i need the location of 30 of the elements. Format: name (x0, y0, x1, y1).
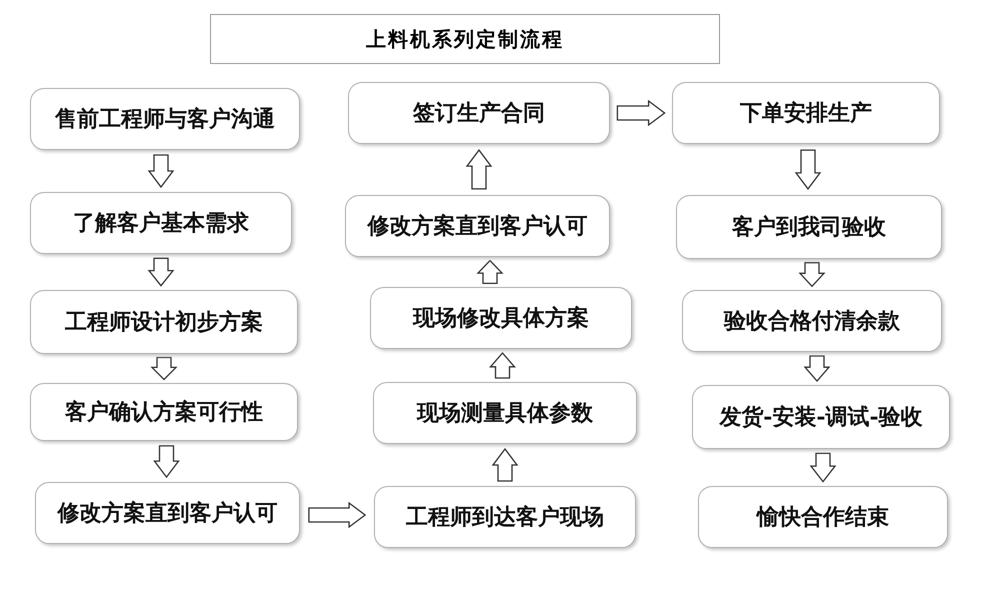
block-arrow (804, 355, 830, 382)
block-arrow (798, 262, 826, 288)
process-box: 现场修改具体方案 (370, 287, 632, 349)
block-arrow (308, 502, 366, 528)
process-box: 工程师设计初步方案 (30, 290, 298, 354)
process-box: 验收合格付清余款 (682, 290, 942, 352)
block-arrow (153, 445, 180, 478)
block-arrow (616, 100, 666, 126)
process-box: 现场测量具体参数 (373, 382, 637, 444)
process-box: 签订生产合同 (348, 82, 610, 144)
block-arrow (150, 356, 178, 380)
block-arrow (148, 258, 174, 287)
process-box: 客户确认方案可行性 (30, 383, 298, 441)
block-arrow (794, 149, 822, 190)
block-arrow (466, 149, 492, 190)
process-box: 了解客户基本需求 (30, 192, 292, 254)
process-box: 售前工程师与客户沟通 (30, 88, 300, 150)
block-arrow (476, 260, 504, 284)
block-arrow (148, 154, 174, 188)
process-box: 下单安排生产 (672, 82, 940, 144)
block-arrow (810, 452, 836, 483)
block-arrow (492, 448, 518, 482)
title-box: 上料机系列定制流程 (210, 14, 720, 64)
process-box: 发货-安装-调试-验收 (692, 385, 950, 449)
block-arrow (489, 352, 516, 379)
process-box: 修改方案直到客户认可 (35, 482, 300, 544)
process-box: 客户到我司验收 (676, 195, 942, 259)
process-box: 工程师到达客户现场 (374, 486, 636, 548)
process-box: 修改方案直到客户认可 (345, 195, 610, 257)
process-box: 愉快合作结束 (698, 486, 948, 548)
